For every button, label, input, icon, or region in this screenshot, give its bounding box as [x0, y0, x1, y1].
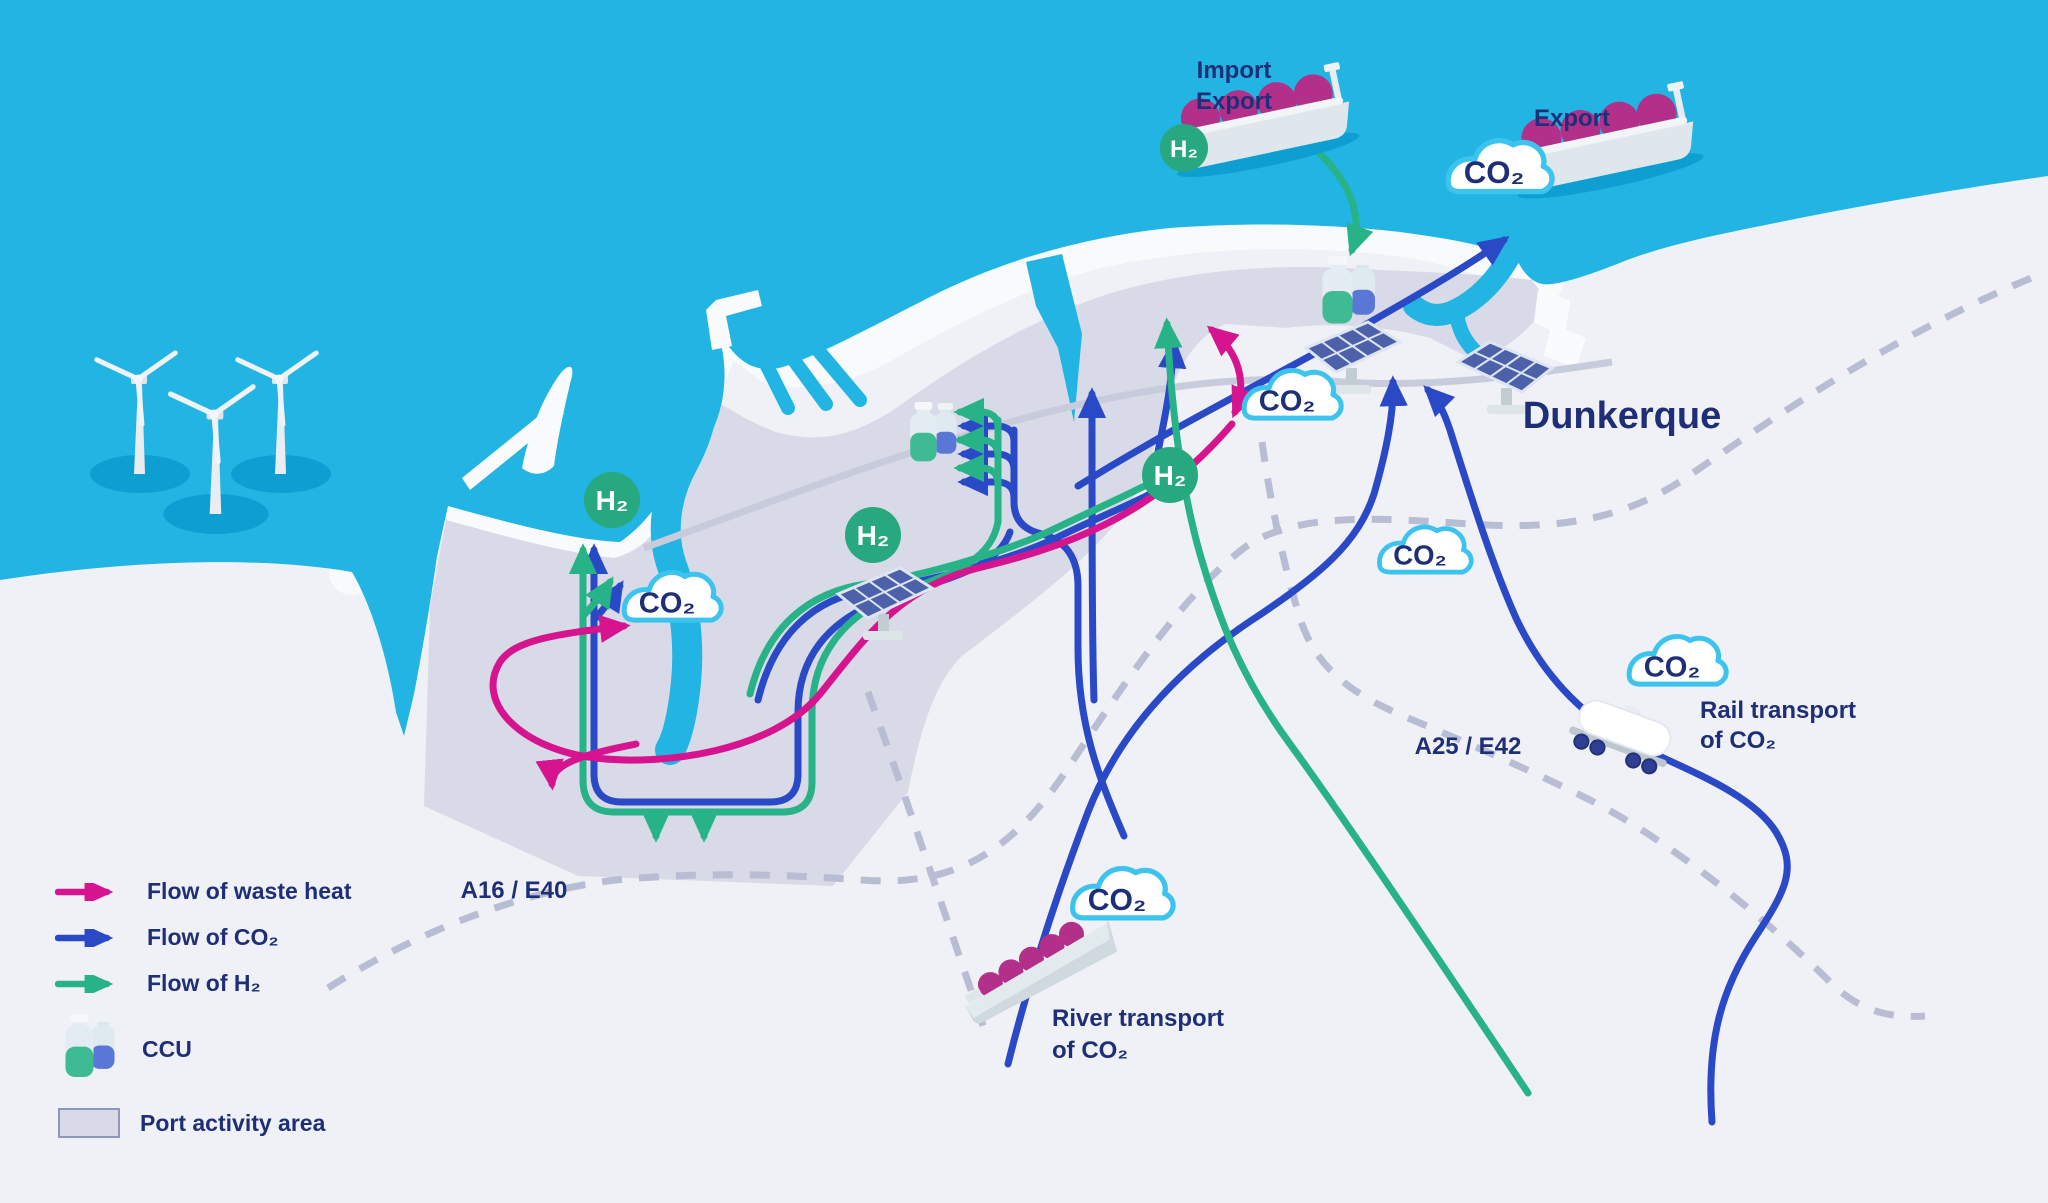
- co2-cloud-label: CO₂: [1088, 884, 1147, 917]
- map-labels: Import Export Export Dunkerque A16 / E40…: [461, 57, 1856, 1064]
- h2-badge-icon: H₂: [845, 507, 901, 563]
- co2-cloud-label: CO₂: [1644, 651, 1701, 683]
- h2-badge-icon: H₂: [1160, 124, 1208, 172]
- icons: CO₂ CO₂ CO₂ CO₂ CO₂ CO₂ H₂ H₂ H₂ H₂: [90, 60, 1726, 1026]
- h2-flow-from-ship: [1314, 148, 1374, 257]
- h2-cluster-arrow-2: [953, 425, 1002, 460]
- waste-heat-flows: [489, 325, 1258, 791]
- co2-cloud-icon: CO₂: [1073, 868, 1173, 917]
- legend-label-h2: Flow of H₂: [147, 970, 261, 996]
- h2-flow-loop: [568, 416, 1002, 816]
- ccu-bottles-icon: [58, 1014, 122, 1084]
- road-a16-e40: [326, 268, 2048, 991]
- road-port-spur: [864, 690, 992, 1042]
- legend-item-ccu: CCU: [58, 1014, 192, 1084]
- co2-cloud-icon: CO₂: [1379, 527, 1471, 572]
- h2-badge-label: H₂: [1154, 460, 1187, 491]
- heat-flow-down-arrow: [535, 740, 640, 791]
- h2-flow-pair: [746, 478, 1156, 698]
- h2-badge-label: H₂: [596, 485, 629, 516]
- co2-cloud-icon: CO₂: [1629, 636, 1726, 684]
- road-a16-label: A16 / E40: [461, 877, 568, 904]
- legend-item-waste-heat: Flow of waste heat: [55, 878, 351, 905]
- co2-cloud-icon: CO₂: [1448, 141, 1552, 192]
- legend-label-co2: Flow of CO₂: [147, 924, 279, 950]
- ship-import-label: Import: [1197, 57, 1272, 84]
- h2-arrow-icon: [55, 974, 114, 993]
- co2-flow-river: [1004, 375, 1408, 1068]
- rail-transport-label-line2: of CO₂: [1700, 727, 1776, 754]
- co2-cloud-label: CO₂: [1259, 385, 1316, 417]
- river-transport-label-line1: River transport: [1052, 1005, 1224, 1032]
- river-transport-label-line2: of CO₂: [1052, 1037, 1128, 1064]
- heat-flow-double-arrow: [1206, 325, 1258, 419]
- port-area-swatch: [58, 1108, 120, 1138]
- legend-label-waste-heat: Flow of waste heat: [147, 878, 352, 904]
- city-label: Dunkerque: [1523, 395, 1721, 437]
- legend-item-h2: Flow of H₂: [55, 970, 261, 997]
- co2-flow-vertical: [1077, 387, 1107, 704]
- co2-cloud-label: CO₂: [639, 587, 696, 619]
- road-a25-label: A25 / E42: [1415, 733, 1522, 760]
- co2-cloud-icon: CO₂: [1244, 370, 1341, 418]
- legend-label-port-area: Port activity area: [140, 1109, 326, 1136]
- h2-badge-icon: H₂: [1142, 447, 1198, 503]
- heat-flow-long: [489, 420, 1236, 764]
- h2-flow-branch-up: [579, 576, 614, 620]
- export-ship-label: Export: [1534, 105, 1610, 132]
- h2-badge-label: H₂: [857, 520, 890, 551]
- co2-cloud-label: CO₂: [1464, 155, 1525, 190]
- h2-cluster-arrow-3: [953, 453, 1002, 488]
- legend-item-port-area: Port activity area: [58, 1108, 325, 1138]
- legend-item-co2: Flow of CO₂: [55, 924, 279, 951]
- co2-flow-cluster-feed: [1010, 426, 1128, 840]
- co2-arrow-icon: [55, 928, 114, 947]
- ship-export-label: Export: [1196, 88, 1272, 115]
- rail-transport-label-line1: Rail transport: [1700, 697, 1856, 724]
- waste-heat-arrow-icon: [55, 882, 114, 901]
- h2-cluster-arrow-1: [953, 397, 1002, 432]
- co2-cloud-label: CO₂: [1393, 540, 1447, 571]
- co2-cloud-icon: CO₂: [624, 572, 721, 620]
- legend-label-ccu: CCU: [142, 1035, 192, 1062]
- piers: [462, 290, 1586, 490]
- h2-badge-icon: H₂: [584, 472, 640, 528]
- h2-badge-label: H₂: [1170, 136, 1198, 163]
